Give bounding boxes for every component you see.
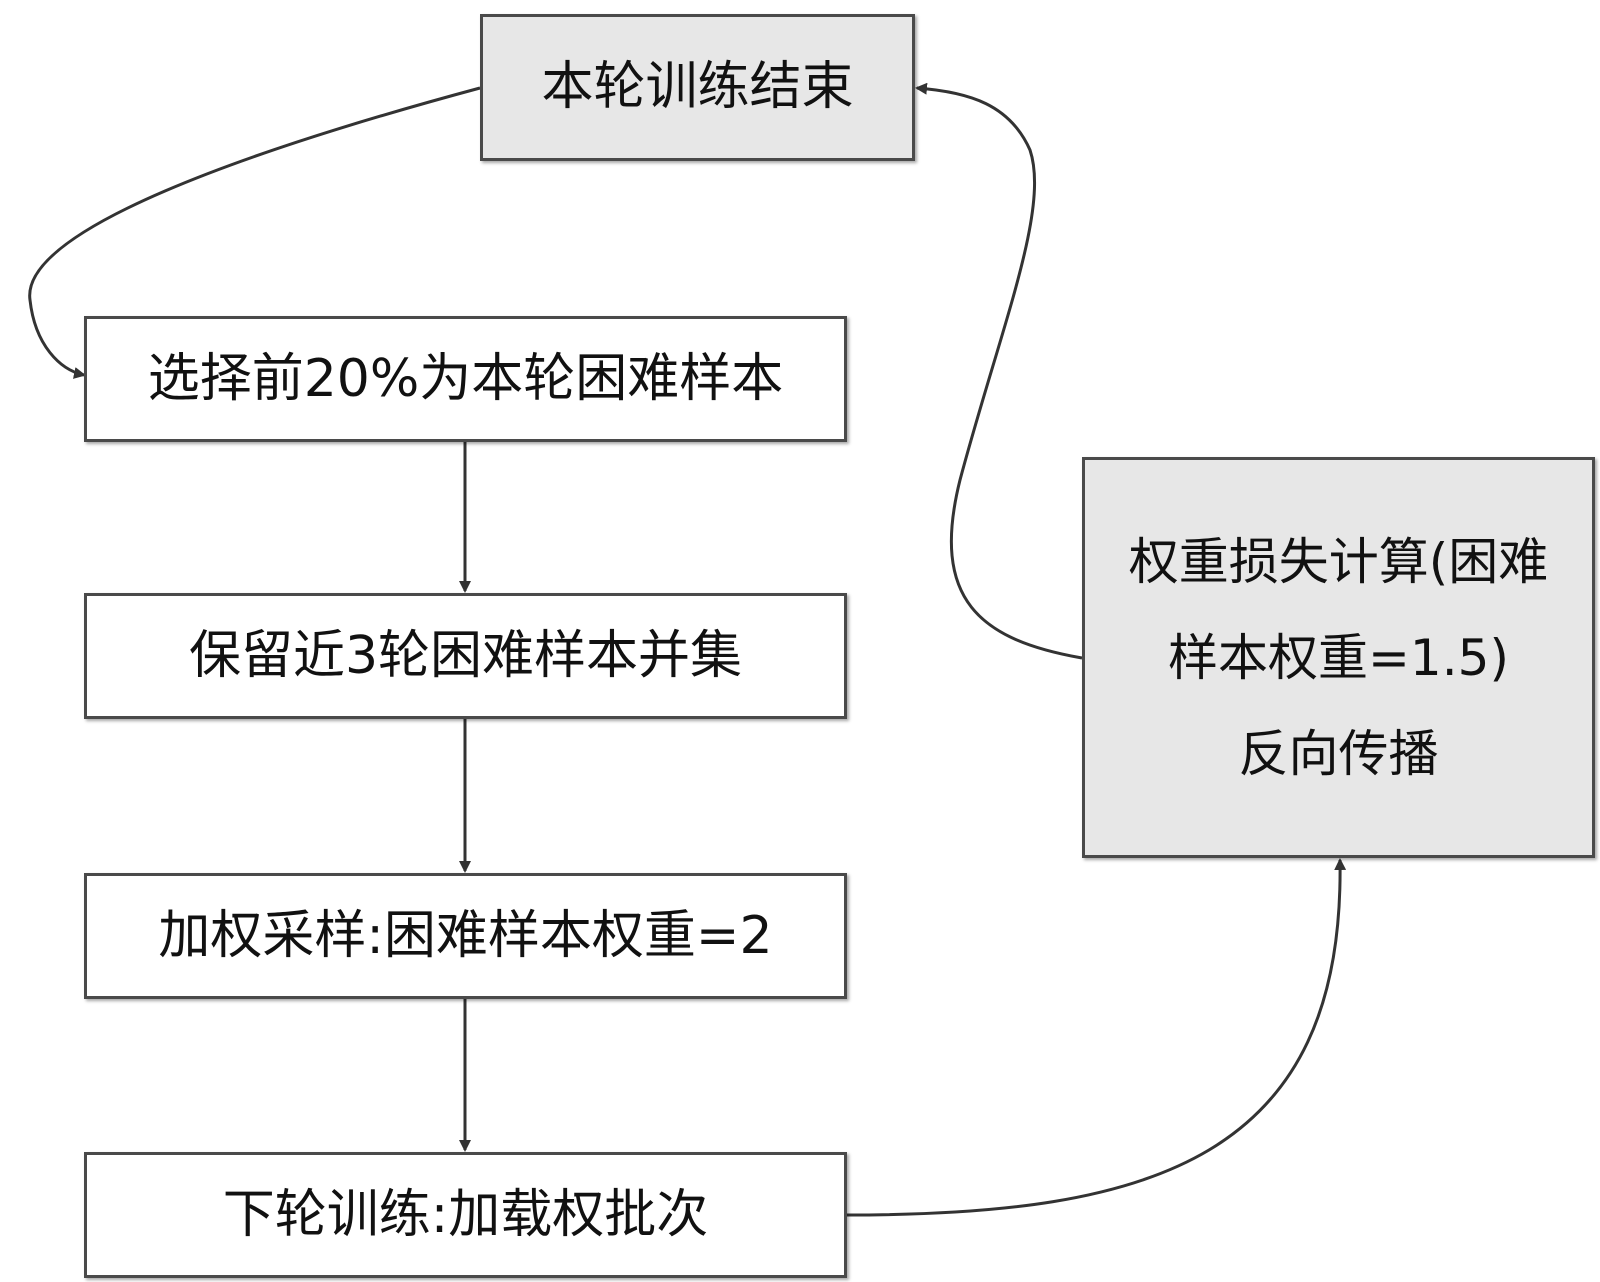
node-loss-line-2: 样本权重=1.5) [1168, 628, 1509, 687]
node-weighted-sampling: 加权采样:困难样本权重=2 [84, 873, 847, 999]
node-keep-hard-samples-union: 保留近3轮困难样本并集 [84, 593, 847, 719]
node-weighted-loss-backprop: 权重损失计算(困难 样本权重=1.5) 反向传播 [1082, 457, 1595, 858]
node-train-end-label: 本轮训练结束 [541, 57, 854, 118]
arrow-train-end-to-select [28, 86, 481, 379]
node-weighted-sampling-label: 加权采样:困难样本权重=2 [158, 905, 773, 966]
node-loss-line-1: 权重损失计算(困难 [1128, 532, 1549, 591]
node-select-hard-samples: 选择前20%为本轮困难样本 [84, 316, 847, 442]
node-next-round-training-label: 下轮训练:加载权批次 [222, 1184, 709, 1245]
node-next-round-training: 下轮训练:加载权批次 [84, 1152, 847, 1278]
node-weighted-loss-backprop-label: 权重损失计算(困难 样本权重=1.5) 反向传播 [1129, 514, 1549, 802]
node-train-end: 本轮训练结束 [480, 14, 915, 161]
arrow-next-to-loss [846, 858, 1347, 1217]
node-select-hard-samples-label: 选择前20%为本轮困难样本 [147, 348, 784, 409]
arrow-loss-to-train-end [915, 82, 1083, 660]
node-loss-line-3: 反向传播 [1238, 724, 1439, 783]
node-keep-hard-samples-union-label: 保留近3轮困难样本并集 [188, 625, 743, 686]
